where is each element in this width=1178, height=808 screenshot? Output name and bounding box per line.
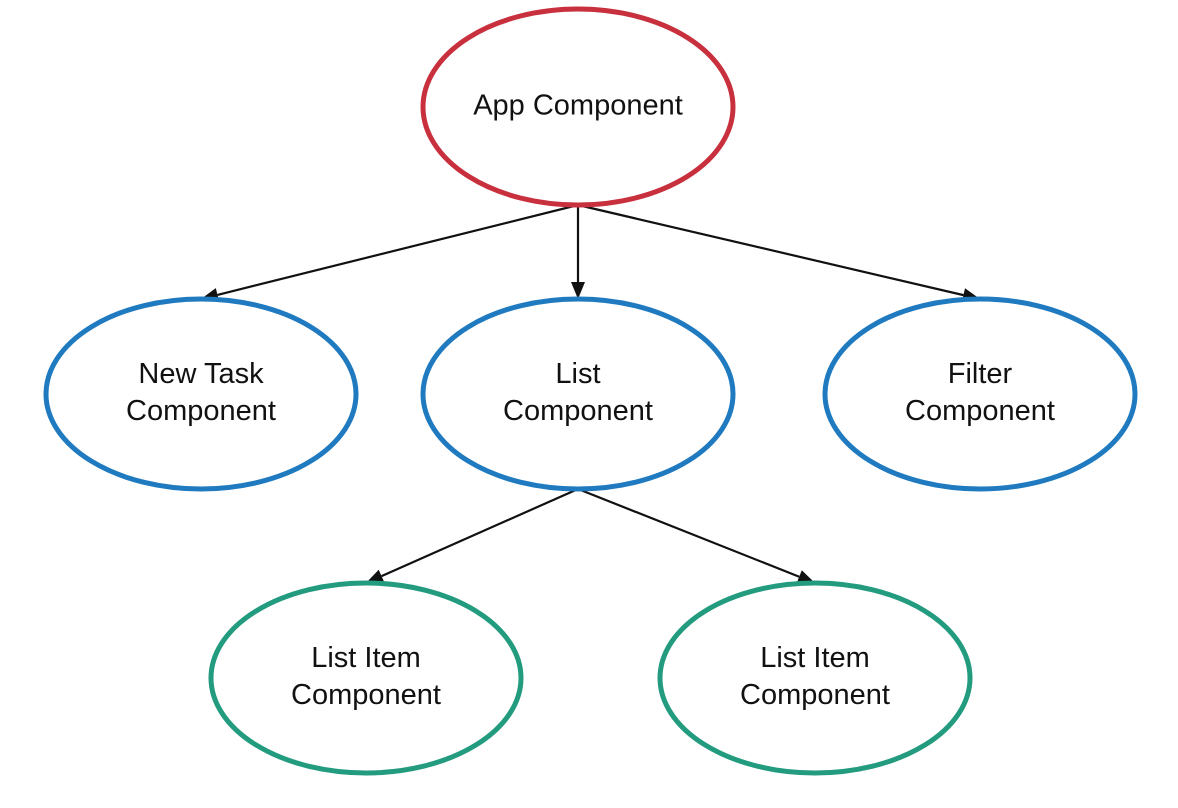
node-label-newtask: New Task (138, 358, 264, 390)
edge-app-to-newtask (217, 203, 579, 296)
node-ellipse-item1 (208, 580, 524, 776)
arrowhead-item1 (366, 569, 385, 583)
edge-list-to-item2 (577, 487, 800, 578)
node-label-item1: Component (291, 679, 441, 711)
node-ellipse-app (420, 6, 736, 208)
node-app[interactable]: App Component (420, 6, 736, 208)
arrowhead-list (571, 282, 585, 299)
edge-app-to-filter (577, 203, 964, 297)
node-ellipse-filter (822, 296, 1138, 492)
node-ellipse-list (420, 296, 736, 492)
node-label-app: App Component (473, 90, 683, 122)
node-ellipse-item2 (657, 580, 973, 776)
node-label-item2: Component (740, 679, 890, 711)
node-label-item1: List Item (311, 642, 421, 674)
edges-layer (201, 203, 980, 584)
node-label-newtask: Component (126, 395, 276, 427)
arrowhead-item2 (796, 570, 815, 584)
node-ellipse-newtask (43, 296, 359, 492)
node-label-filter: Filter (948, 358, 1013, 390)
edge-list-to-item1 (381, 487, 579, 578)
node-label-list: List (555, 358, 600, 390)
node-label-filter: Component (905, 395, 1055, 427)
node-label-item2: List Item (760, 642, 870, 674)
node-label-list: Component (503, 395, 653, 427)
